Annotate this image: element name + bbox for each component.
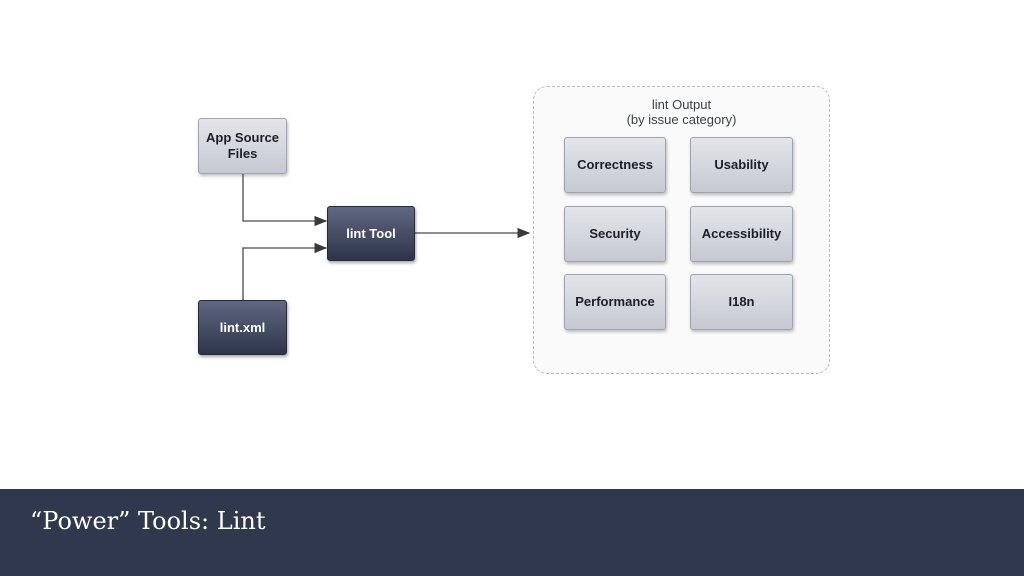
connector-layer (242, 174, 531, 300)
category-usability: Usability (690, 137, 793, 193)
lint-xml-node: lint.xml (198, 300, 287, 355)
category-correctness: Correctness (564, 137, 666, 193)
category-i18n: I18n (690, 274, 793, 330)
slide-footer: “Power” Tools: Lint (0, 489, 1024, 576)
category-security: Security (564, 206, 666, 262)
app-source-files-node: App Source Files (198, 118, 287, 174)
lint-output-title: lint Output (651, 97, 712, 112)
category-accessibility: Accessibility (690, 206, 793, 262)
connector-source-to-tool (242, 174, 328, 227)
category-performance: Performance (564, 274, 666, 330)
lint-diagram: App Source Files lint.xml lint Tool lint… (198, 86, 830, 374)
connector-xml-to-tool (242, 242, 328, 300)
lint-tool-node: lint Tool (327, 206, 415, 261)
lint-output-subtitle: (by issue category) (626, 112, 737, 127)
slide-title: “Power” Tools: Lint (30, 507, 266, 535)
